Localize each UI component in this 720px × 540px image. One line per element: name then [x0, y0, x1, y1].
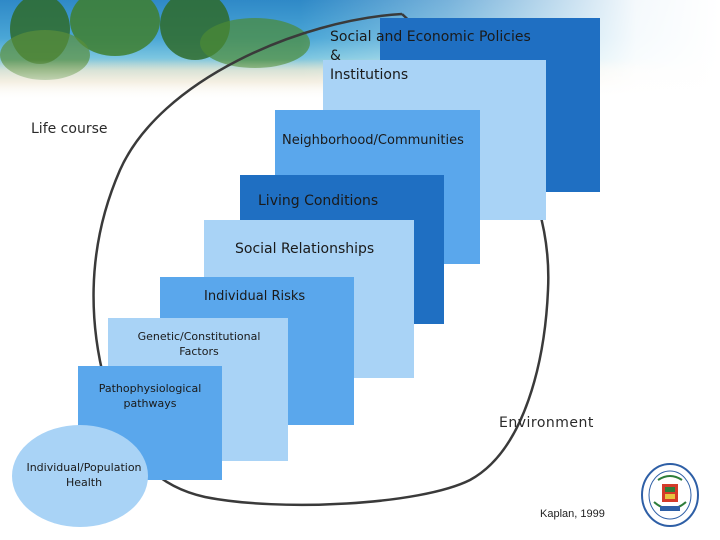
- label-living-conditions: Living Conditions: [258, 193, 379, 209]
- health-outcome-ellipse: [12, 425, 148, 527]
- palm-foliage: [200, 18, 310, 68]
- label-pathophysiological: Pathophysiological pathways: [98, 382, 202, 410]
- label-life-course: Life course: [31, 121, 108, 137]
- label-social-relationships: Social Relationships: [235, 241, 375, 257]
- label-individual-risks: Individual Risks: [204, 289, 306, 304]
- label-neighborhood: Neighborhood/Communities: [282, 133, 464, 148]
- label-environment: Environment: [499, 415, 594, 431]
- citation: Kaplan, 1999: [540, 508, 605, 520]
- university-seal-icon: [641, 463, 699, 527]
- label-genetic: Genetic/Constitutional Factors: [137, 330, 261, 358]
- label-health-outcome: Individual/Population Health: [26, 461, 142, 489]
- label-policies-institutions: Social and Economic Policies & Instituti…: [330, 29, 531, 83]
